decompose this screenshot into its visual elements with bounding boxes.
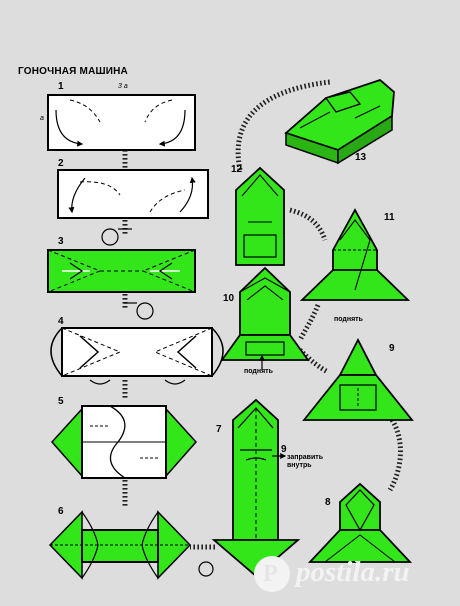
caption-lift-step-11: поднять — [334, 316, 363, 323]
step-10-diagram — [220, 266, 310, 370]
step-11-diagram — [299, 208, 411, 301]
top-edge-label: 3 a — [118, 83, 128, 90]
step-number-7: 7 — [216, 424, 222, 435]
path-12-13 — [235, 79, 331, 171]
step-number-11: 11 — [384, 212, 395, 223]
turn-over-symbol-2 — [124, 302, 154, 320]
step-number-3: 3 — [58, 236, 64, 247]
step-number-9-inline: 9 — [281, 444, 287, 455]
step-number-8: 8 — [325, 497, 331, 508]
turn-over-symbol-3 — [198, 561, 214, 577]
diagram-title: ГОНОЧНАЯ МАШИНА — [18, 66, 128, 77]
step-number-5: 5 — [58, 396, 64, 407]
step-number-12: 12 — [231, 164, 243, 175]
step-number-13: 13 — [355, 152, 367, 163]
step-3-diagram — [47, 249, 196, 293]
step-1-diagram — [47, 94, 196, 151]
step-number-1: 1 — [58, 81, 64, 92]
step-number-10: 10 — [223, 293, 235, 304]
step-number-2: 2 — [58, 158, 64, 169]
step-6-diagram — [48, 510, 192, 580]
step-number-6: 6 — [58, 506, 64, 517]
watermark-logo-letter: P — [263, 561, 278, 587]
step-4-diagram — [50, 327, 224, 385]
watermark-logo — [254, 556, 290, 592]
step-number-9: 9 — [389, 343, 395, 354]
step-9-diagram — [302, 338, 414, 421]
path-11-12 — [289, 207, 328, 241]
step-number-4: 4 — [58, 316, 64, 327]
caption-lift-step-10: поднять — [244, 368, 273, 375]
step-12-diagram — [235, 166, 285, 266]
turn-over-symbol-1 — [101, 228, 132, 246]
step-13-diagram — [284, 78, 395, 165]
step-7-diagram — [211, 398, 301, 578]
caption-tuck-inside: заправить внутрь — [287, 454, 324, 469]
path-8-9 — [387, 418, 403, 492]
left-edge-label: a — [40, 115, 44, 122]
path-9-10 — [298, 348, 330, 375]
path-10-11 — [297, 304, 321, 342]
step-2-diagram — [57, 169, 209, 219]
sequence-path — [122, 79, 403, 550]
step-5-diagram — [50, 405, 198, 479]
watermark-text: postila.ru — [296, 556, 410, 588]
step-8-diagram — [307, 482, 413, 563]
